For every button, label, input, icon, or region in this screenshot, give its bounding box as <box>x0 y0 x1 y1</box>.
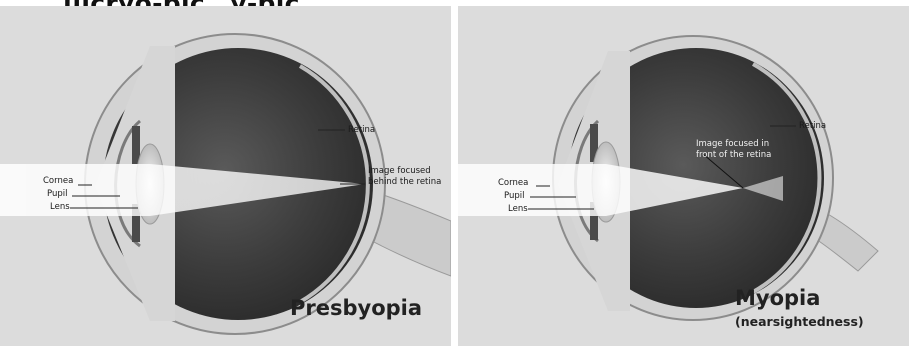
focus-label-line1: Image focused in <box>696 139 769 149</box>
focus-label-line1: Image focused <box>368 166 431 176</box>
focus-label-line2: behind the retina <box>368 177 441 187</box>
cornea-label: Cornea <box>498 178 528 188</box>
pupil-label: Pupil <box>504 191 524 201</box>
presbyopia-title: Presbyopia <box>290 296 422 320</box>
myopia-eye-illustration <box>458 6 909 346</box>
lens-label: Lens <box>508 204 528 214</box>
cornea-label: Cornea <box>43 176 73 186</box>
presbyopia-panel: Cornea Pupil Lens Retina Image focused b… <box>0 6 451 346</box>
focus-label-line2: front of the retina <box>696 150 771 160</box>
retina-label: Retina <box>348 125 375 135</box>
lens-label: Lens <box>50 202 70 212</box>
retina-label: Retina <box>799 121 826 131</box>
myopia-title: Myopia <box>735 286 820 310</box>
myopia-subtitle: (nearsightedness) <box>735 314 864 329</box>
myopia-panel: Cornea Pupil Lens Retina Image focused i… <box>458 6 909 346</box>
pupil-label: Pupil <box>47 189 67 199</box>
